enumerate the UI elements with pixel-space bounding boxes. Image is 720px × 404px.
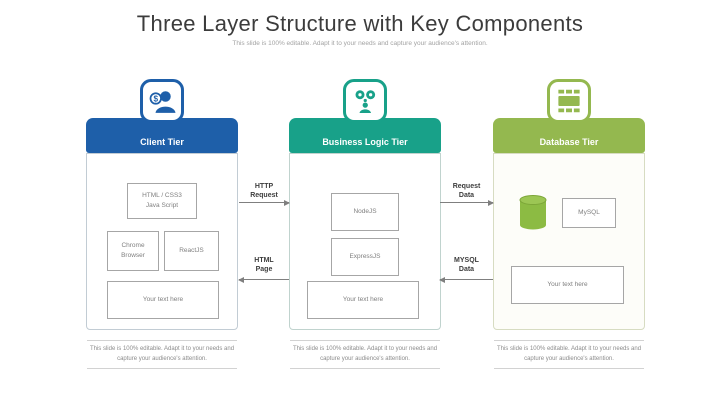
database-tier-header: Database Tier — [493, 118, 645, 153]
database-tier-column: Database Tier MySQL Your text here This … — [493, 79, 645, 384]
nodejs-box: NodeJS — [331, 193, 399, 231]
client-tier-badge: $ — [140, 79, 184, 123]
expressjs-box: ExpressJS — [331, 238, 399, 276]
mysql-box: MySQL — [562, 198, 616, 228]
page-subtitle: This slide is 100% editable. Adapt it to… — [232, 40, 488, 47]
client-tier-header: Client Tier — [86, 118, 238, 153]
page-title: Three Layer Structure with Key Component… — [136, 11, 584, 36]
business-tier-header: Business Logic Tier — [289, 118, 441, 153]
html-page-arrow — [238, 276, 289, 283]
database-tier-caption: This slide is 100% editable. Adapt it to… — [494, 340, 644, 370]
reactjs-box: ReactJS — [164, 231, 219, 271]
html-css3-box: HTML / CSS3 Java Script — [127, 183, 197, 219]
database-cylinder-icon — [518, 194, 548, 232]
process-gears-icon — [355, 90, 376, 113]
business-tier-caption: This slide is 100% editable. Adapt it to… — [290, 340, 440, 370]
database-tier-body: MySQL Your text here — [493, 153, 645, 330]
business-tier-column: Business Logic Tier NodeJS ExpressJS You… — [289, 79, 441, 384]
database-tier-badge — [547, 79, 591, 123]
client-tier-body: HTML / CSS3 Java Script Chrome Browser R… — [86, 153, 238, 330]
user-dollar-icon: $ — [149, 91, 176, 113]
data-table-icon — [558, 89, 580, 113]
client-placeholder-box: Your text here — [107, 281, 219, 319]
request-data-label: Request Data — [452, 183, 481, 200]
svg-text:$: $ — [153, 95, 158, 104]
mysql-data-arrow — [439, 276, 493, 283]
http-request-label: HTTP Request — [250, 183, 278, 200]
http-request-arrow — [239, 199, 290, 206]
database-placeholder-box: Your text here — [511, 266, 624, 304]
chrome-browser-box: Chrome Browser — [107, 231, 159, 271]
request-data-arrow — [440, 199, 494, 206]
business-placeholder-box: Your text here — [307, 281, 419, 319]
client-tier-column: $ Client Tier HTML / CSS3 Java Script Ch… — [86, 79, 238, 384]
business-tier-badge — [343, 79, 387, 123]
mysql-data-label: MYSQL Data — [454, 257, 479, 274]
html-page-label: HTML Page — [254, 257, 274, 274]
client-tier-caption: This slide is 100% editable. Adapt it to… — [87, 340, 237, 370]
business-tier-body: NodeJS ExpressJS Your text here — [289, 153, 441, 330]
